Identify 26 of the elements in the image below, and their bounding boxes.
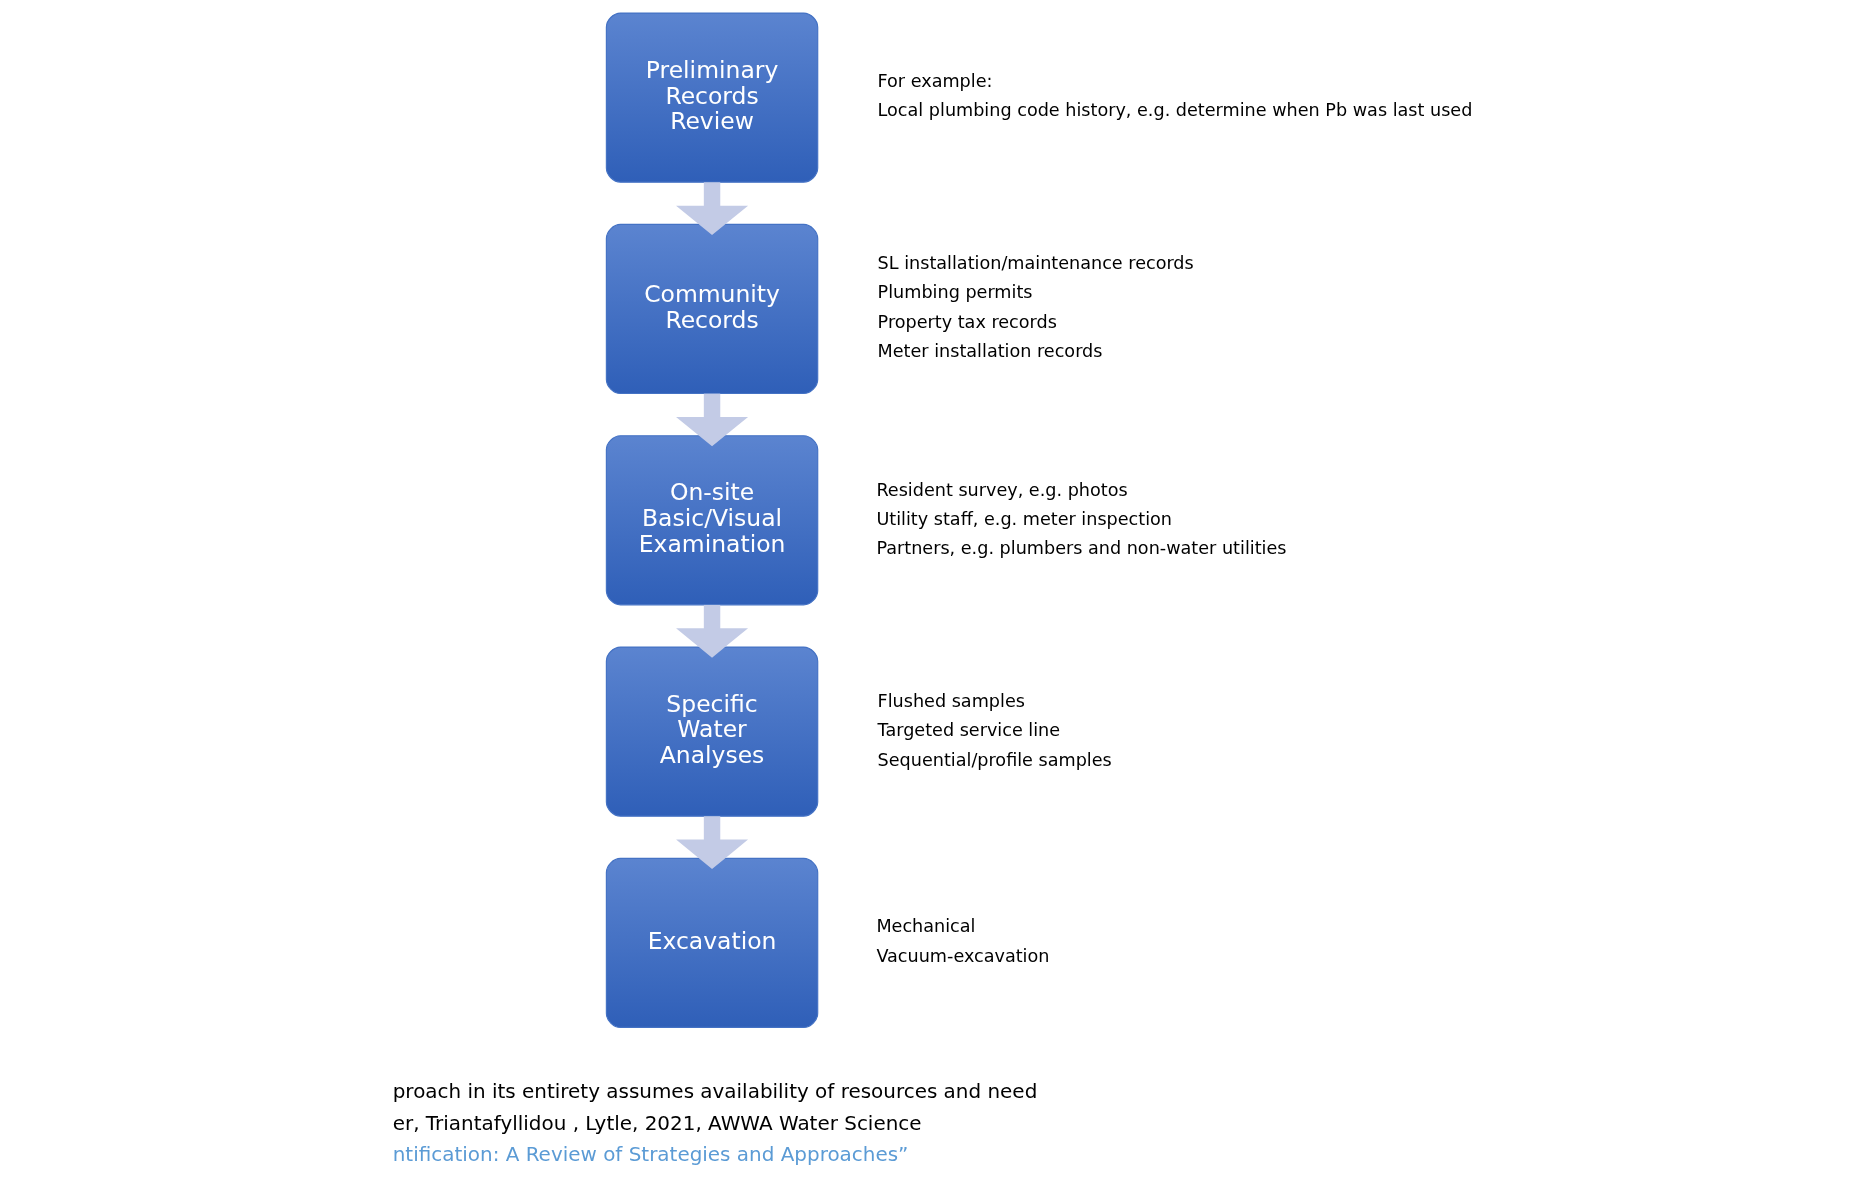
node-label: Partners, e.g. plumbers and non-water utilities bbox=[875, 538, 1286, 559]
node-label: SL installation/maintenance records bbox=[877, 253, 1194, 274]
node-label: Meter installation records bbox=[877, 341, 1102, 362]
arrow bbox=[675, 604, 748, 658]
label: er, Triantafyllidou , Lytle, 2021, AWWA Water Science bbox=[392, 1110, 922, 1135]
node-label: Sequential/profile samples bbox=[877, 749, 1112, 770]
arrow bbox=[675, 182, 748, 236]
arrow bbox=[675, 393, 748, 447]
node-box: Excavation bbox=[605, 857, 818, 1029]
node-label: Plumbing permits bbox=[877, 282, 1032, 303]
node-label: Flushed samples bbox=[877, 690, 1025, 711]
label: proach in its entirety assumes availability of resources and need bbox=[392, 1079, 1037, 1103]
node-label: Utility staff, e.g. meter inspection bbox=[875, 508, 1172, 529]
label: ntification: A Review of Strategies and Approaches” bbox=[392, 1142, 908, 1167]
node-label: Targeted service line bbox=[877, 720, 1060, 741]
node-label: Property tax records bbox=[877, 311, 1057, 332]
node-label: Resident survey, e.g. photos bbox=[875, 479, 1128, 500]
node-label: For example: bbox=[877, 71, 992, 92]
node-box: Specific Water Analyses bbox=[605, 646, 818, 817]
node-box: Preliminary Records Review bbox=[605, 12, 818, 183]
node-box: Community Records bbox=[605, 223, 818, 395]
node-label: Local plumbing code history, e.g. determine when Pb was last used bbox=[877, 100, 1472, 121]
node-label: Vacuum-excavation bbox=[875, 945, 1049, 966]
node-label: Mechanical bbox=[875, 916, 975, 937]
arrow bbox=[675, 816, 748, 869]
node-box: On-site Basic/Visual Examination bbox=[605, 435, 818, 606]
